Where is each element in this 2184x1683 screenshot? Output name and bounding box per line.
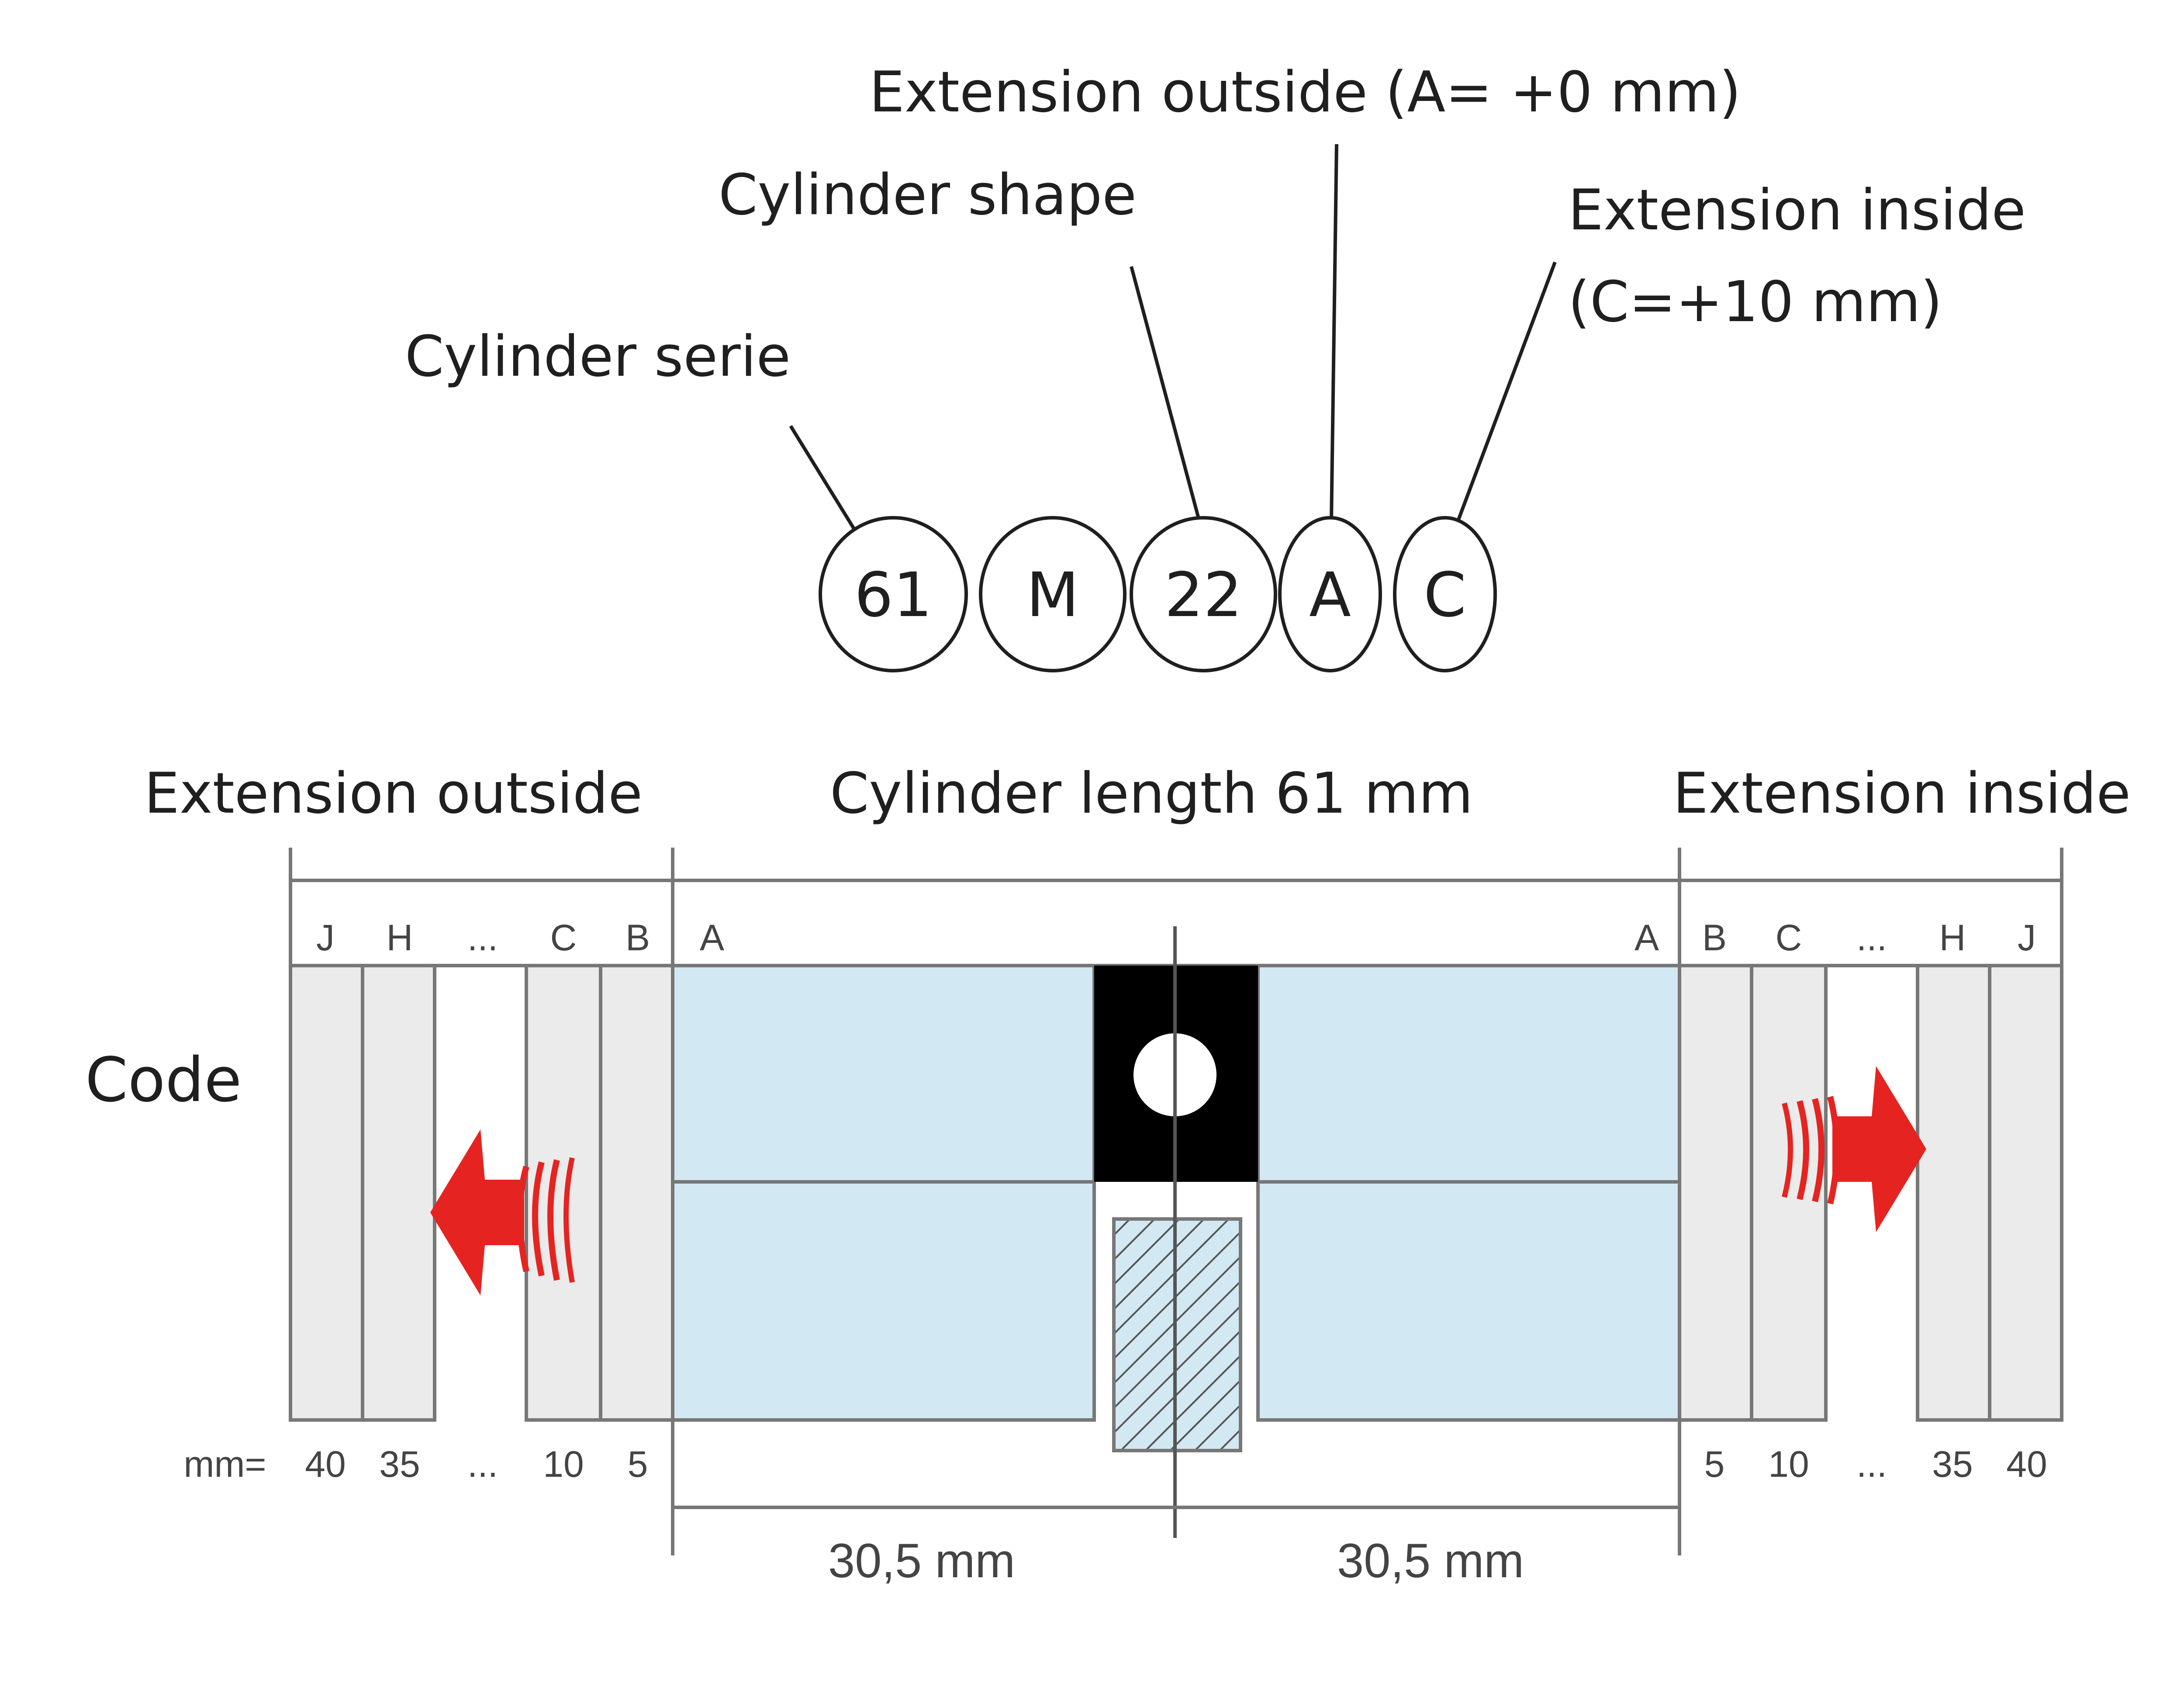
- svg-text:B: B: [1702, 917, 1727, 958]
- cam-hatched-section: [1112, 1217, 1242, 1452]
- svg-text:C: C: [1776, 917, 1802, 958]
- outside-extension-strips: [289, 964, 674, 1422]
- svg-text:10: 10: [1768, 1444, 1809, 1485]
- svg-text:...: ...: [467, 917, 498, 958]
- svg-text:40: 40: [2006, 1444, 2047, 1485]
- code-circle-shape-number: [1130, 516, 1277, 672]
- label-extension-inside-value: (C=+10 mm): [1568, 270, 1942, 335]
- svg-text:H: H: [387, 917, 413, 958]
- cylinder-upper-left: [671, 964, 1096, 1184]
- strip-inside-j: [1988, 964, 2063, 1422]
- label-cylinder-shape: Cylinder shape: [719, 163, 1137, 228]
- mm-values-outside: 40 35 ... 10 5: [305, 1444, 648, 1485]
- cylinder-body: [671, 964, 1681, 1422]
- inside-extension-strips: [1678, 964, 2063, 1422]
- svg-text:35: 35: [1932, 1444, 1973, 1485]
- code-letters-inside: B C ... H J: [1702, 917, 2036, 958]
- svg-text:J: J: [316, 917, 335, 958]
- code-circle-shape-letter: [979, 516, 1127, 672]
- svg-text:5: 5: [1704, 1444, 1725, 1485]
- svg-text:B: B: [625, 917, 650, 958]
- svg-text:...: ...: [1856, 1444, 1887, 1485]
- strip-inside-h: [1916, 964, 1991, 1422]
- strip-inside-c: [1750, 964, 1828, 1422]
- code-letter-center-right: A: [1635, 917, 1659, 958]
- svg-text:J: J: [2018, 917, 2036, 958]
- label-extension-outside-code: Extension outside (A= +0 mm): [869, 60, 1741, 125]
- code-part-shape-letter: M: [1026, 560, 1079, 631]
- cylinder-lower-left: [671, 1180, 1096, 1422]
- svg-text:40: 40: [305, 1444, 346, 1485]
- strip-outside-h: [361, 964, 436, 1422]
- code-part-shape-number: 22: [1165, 560, 1242, 631]
- header-extension-inside: Extension inside: [1673, 761, 2131, 826]
- strip-outside-c: [525, 964, 602, 1422]
- strip-outside-j: [289, 964, 364, 1422]
- svg-text:...: ...: [467, 1444, 498, 1485]
- code-part-inside: C: [1424, 560, 1466, 631]
- strip-outside-b: [599, 964, 674, 1422]
- code-circles: 61 M 22 A C: [819, 516, 1497, 672]
- header-cylinder-length: Cylinder length 61 mm: [830, 761, 1473, 826]
- cylinder-upper-right: [1256, 964, 1681, 1184]
- half-length-right: 30,5 mm: [1337, 1534, 1524, 1588]
- code-circle-outside: [1278, 516, 1382, 672]
- code-part-outside: A: [1309, 560, 1351, 631]
- code-row-label: Code: [85, 1045, 242, 1116]
- code-circle-inside: [1393, 516, 1497, 672]
- code-circle-serie: [819, 516, 968, 672]
- arrow-right-icon: [1782, 1066, 1926, 1232]
- label-cylinder-serie: Cylinder serie: [405, 324, 791, 389]
- svg-text:C: C: [550, 917, 577, 958]
- half-length-left: 30,5 mm: [828, 1534, 1015, 1588]
- header-extension-outside: Extension outside: [144, 761, 643, 826]
- arrow-left-icon: [430, 1129, 575, 1295]
- label-extension-inside-code: Extension inside: [1568, 178, 2026, 243]
- svg-text:35: 35: [379, 1444, 420, 1485]
- strip-inside-b: [1678, 964, 1753, 1422]
- code-letters-outside: J H ... C B: [316, 917, 650, 958]
- mm-prefix: mm=: [184, 1444, 266, 1485]
- code-letter-center-left: A: [700, 917, 724, 958]
- svg-text:H: H: [1939, 917, 1966, 958]
- svg-text:5: 5: [628, 1444, 648, 1485]
- svg-text:...: ...: [1856, 917, 1887, 958]
- code-part-serie: 61: [854, 560, 932, 631]
- svg-text:10: 10: [543, 1444, 584, 1485]
- mm-values-inside: 5 10 ... 35 40: [1704, 1444, 2047, 1485]
- cylinder-lower-right: [1256, 1180, 1681, 1422]
- leader-lines: [789, 144, 1557, 530]
